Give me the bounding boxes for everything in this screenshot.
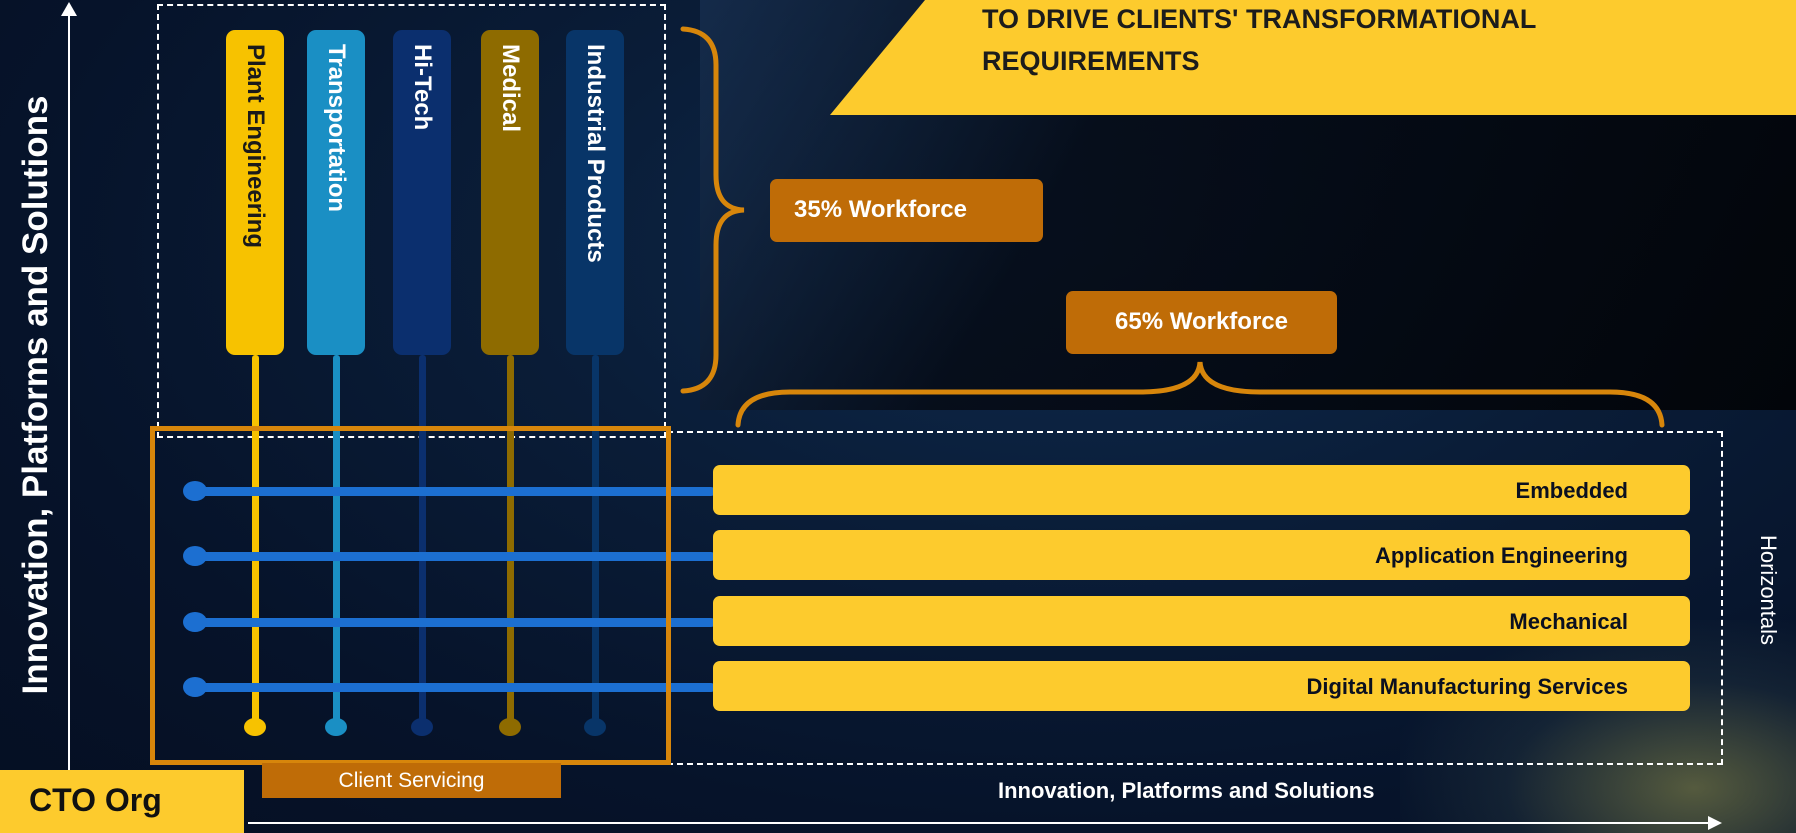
- horizontal-bar-embedded: Embedded: [713, 465, 1690, 515]
- stem-hi-tech: [419, 355, 426, 725]
- stem-dot-medical: [499, 718, 521, 736]
- horizontal-label: Embedded: [1515, 478, 1628, 503]
- horizontal-line-embedded: [195, 487, 715, 496]
- workforce-65-badge: 65% Workforce: [1066, 291, 1337, 354]
- vertical-label: Plant Engineering: [242, 44, 269, 249]
- stem-medical: [507, 355, 514, 725]
- vertical-bar-medical: Medical: [481, 30, 539, 355]
- horizontal-dot-embedded: [183, 481, 207, 501]
- client-servicing-tab: Client Servicing: [262, 763, 561, 798]
- client-servicing-label: Client Servicing: [338, 769, 485, 792]
- workforce-35-badge: 35% Workforce: [770, 179, 1043, 242]
- stem-dot-hi-tech: [411, 718, 433, 736]
- vertical-bar-hi-tech: Hi-Tech: [393, 30, 451, 355]
- vertical-label: Hi-Tech: [409, 44, 436, 131]
- horizontal-bar-application-engineering: Application Engineering: [713, 530, 1690, 580]
- banner: TO DRIVE CLIENTS' TRANSFORMATIONAL REQUI…: [830, 0, 1796, 115]
- horizontal-line-application-engineering: [195, 552, 715, 561]
- client-servicing-frame: [150, 426, 671, 765]
- cto-org-box: CTO Org: [0, 770, 244, 833]
- horizontal-label: Application Engineering: [1374, 543, 1628, 568]
- workforce-35-label: 35% Workforce: [794, 196, 967, 223]
- horizontal-workforce-brace: [735, 361, 1665, 428]
- y-axis-arrowhead: [61, 2, 77, 16]
- banner-line-2: REQUIREMENTS: [982, 46, 1200, 76]
- stem-industrial-products: [592, 355, 599, 725]
- horizontal-bar-digital-manufacturing: Digital Manufacturing Services: [713, 661, 1690, 711]
- horizontal-line-digital-manufacturing: [195, 683, 715, 692]
- horizontal-dot-digital-manufacturing: [183, 677, 207, 697]
- horizontal-label: Digital Manufacturing Services: [1306, 674, 1628, 699]
- vertical-bar-plant-engineering: Plant Engineering: [226, 30, 284, 355]
- horizontal-bar-mechanical: Mechanical: [713, 596, 1690, 646]
- horizontal-label: Mechanical: [1509, 609, 1628, 634]
- banner-line-1: TO DRIVE CLIENTS' TRANSFORMATIONAL: [982, 4, 1537, 34]
- horizontals-label: Horizontals: [1756, 534, 1781, 646]
- horizontal-dot-mechanical: [183, 612, 207, 632]
- vertical-label: Industrial Products: [582, 44, 609, 263]
- cto-org-label: CTO Org: [29, 782, 162, 818]
- workforce-65-label: 65% Workforce: [1115, 308, 1288, 335]
- stem-dot-transportation: [325, 718, 347, 736]
- horizontal-line-mechanical: [195, 618, 715, 627]
- stem-plant-engineering: [252, 355, 259, 725]
- stem-dot-plant-engineering: [244, 718, 266, 736]
- vertical-label: Medical: [497, 44, 524, 133]
- stem-transportation: [333, 355, 340, 725]
- x-axis-arrowhead: [1708, 816, 1722, 830]
- verticals-dashed-box: [157, 4, 666, 438]
- vertical-bar-transportation: Transportation: [307, 30, 365, 355]
- y-axis-line: [68, 12, 70, 782]
- background-glow: [1400, 620, 1796, 833]
- stem-dot-industrial-products: [584, 718, 606, 736]
- vertical-bar-industrial-products: Industrial Products: [566, 30, 624, 355]
- vertical-workforce-brace: [680, 26, 745, 394]
- vertical-label: Transportation: [323, 44, 350, 213]
- x-axis-line: [248, 822, 1713, 824]
- x-axis-label: Innovation, Platforms and Solutions: [998, 778, 1375, 803]
- horizontal-dot-application-engineering: [183, 546, 207, 566]
- y-axis-label: Innovation, Platforms and Solutions: [16, 95, 55, 695]
